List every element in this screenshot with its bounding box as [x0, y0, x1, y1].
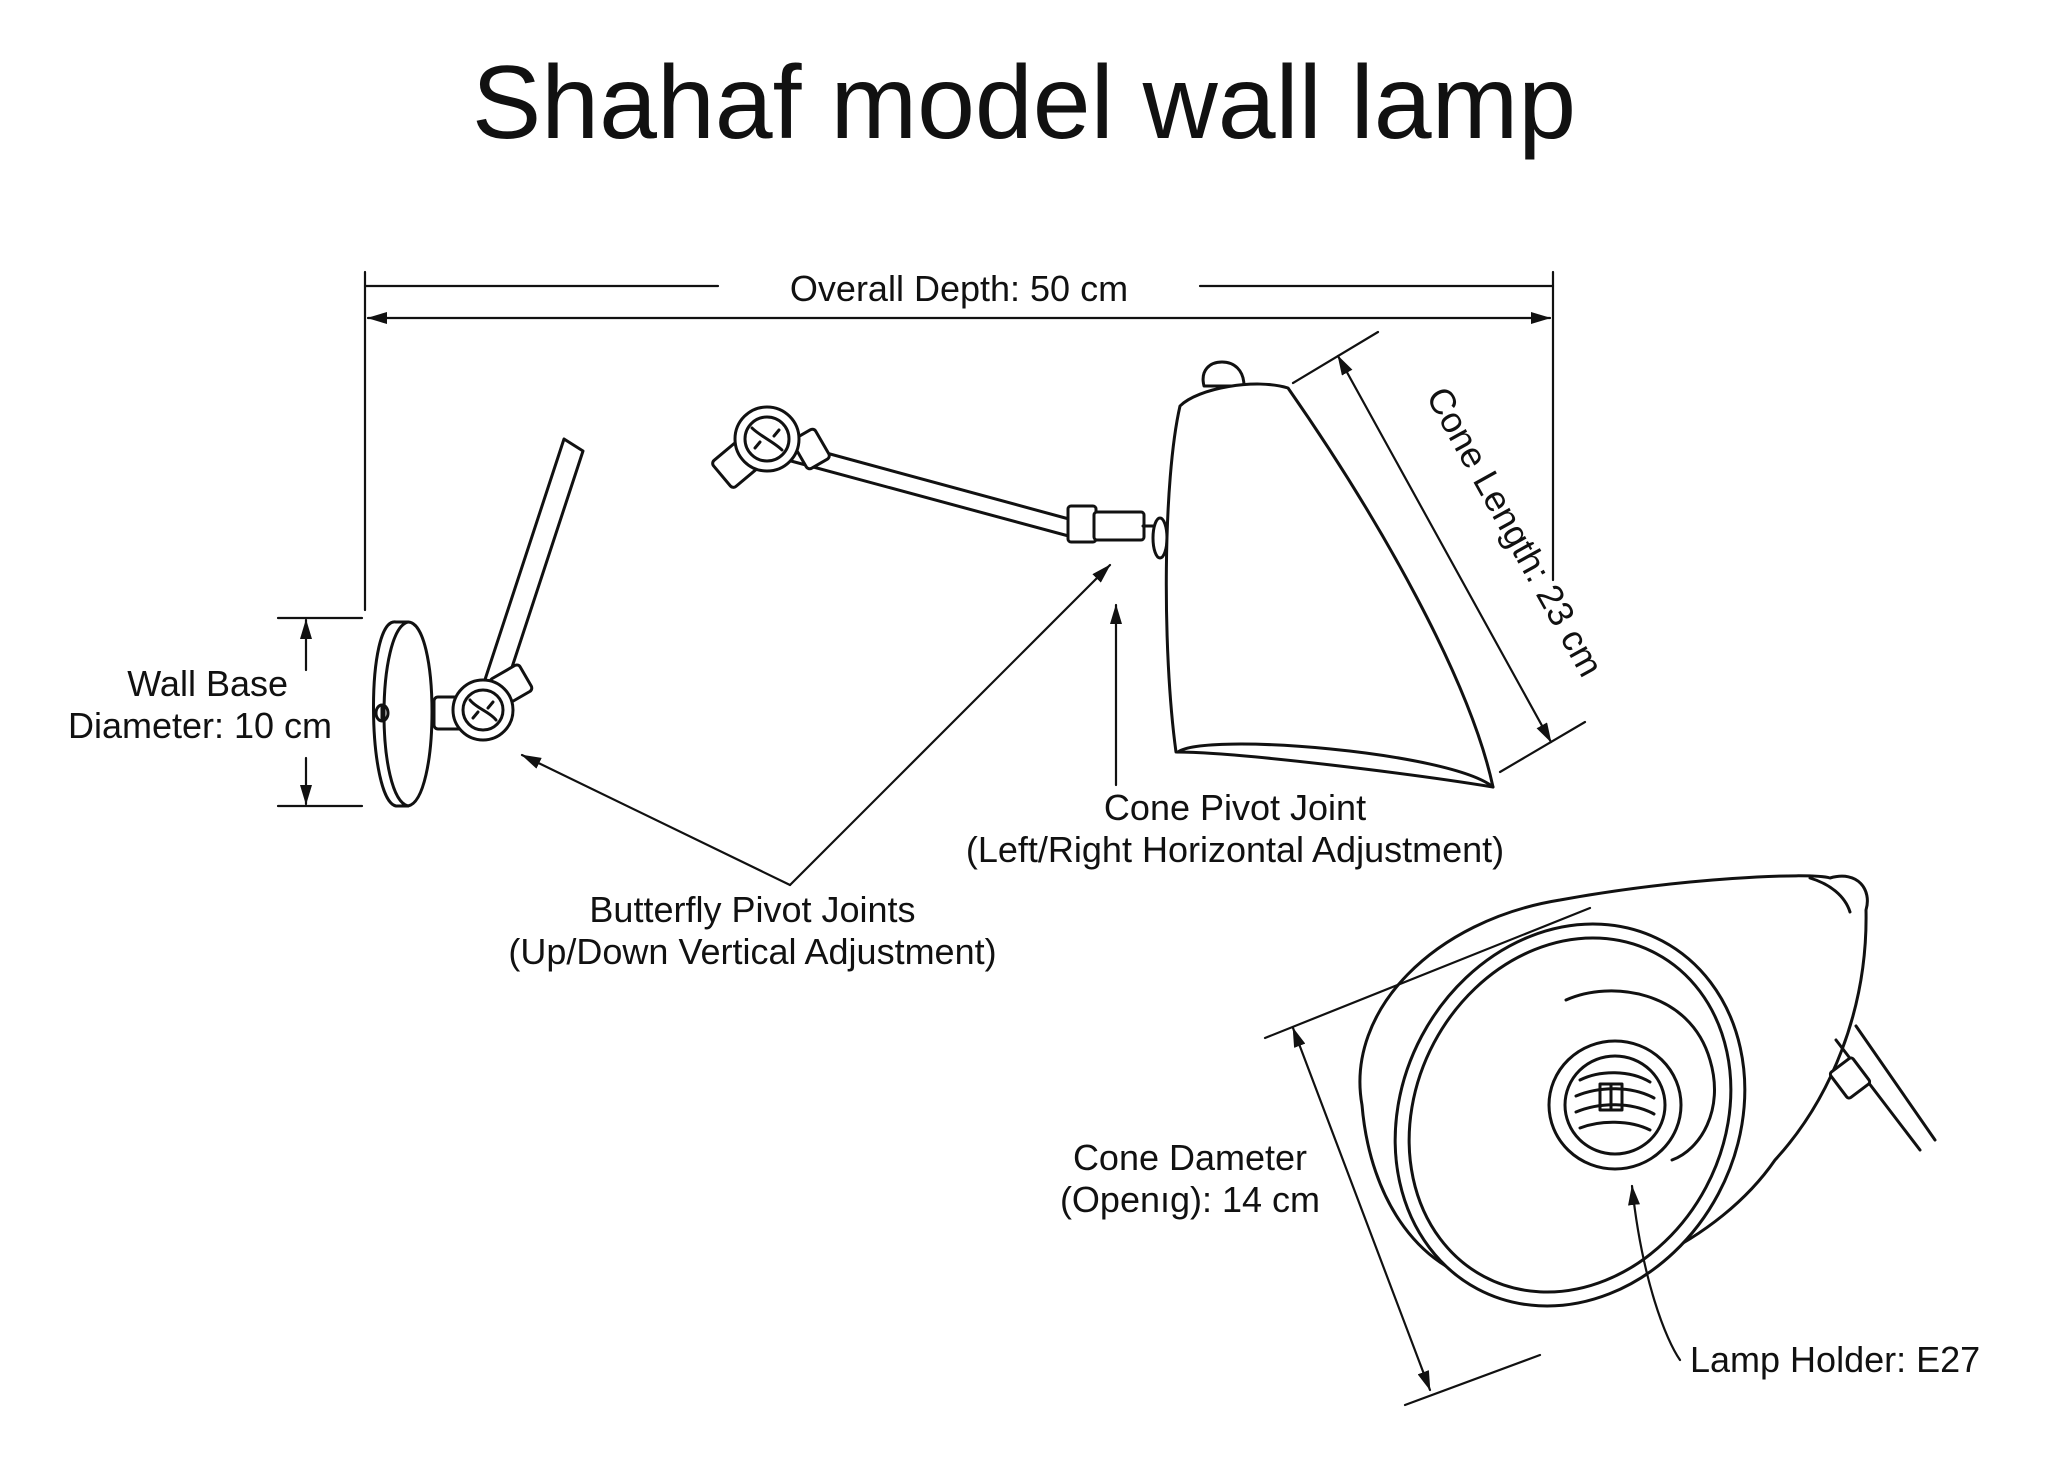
- lamp-holder-leader: [1628, 1184, 1682, 1362]
- cone-diameter-label-line2: (Openıg): 14 cm: [1059, 1179, 1321, 1220]
- cone-length-arrow: [1336, 354, 1553, 744]
- wall-base-dimension: [276, 616, 364, 808]
- cone-pivot-label-line1: Cone Pivot Joint: [1103, 787, 1367, 828]
- leader-lines: [520, 563, 1122, 887]
- lower-butterfly-pivot-icon: [451, 663, 534, 742]
- diameter-arrow: [1291, 1026, 1432, 1392]
- upper-arm: [789, 443, 1082, 540]
- butterfly-label-line1: Butterfly Pivot Joints: [589, 889, 916, 930]
- wall-base-label-line1: Wall Base: [127, 663, 288, 704]
- cone-cap-knob: [1201, 360, 1246, 388]
- cone-pivot-sleeve: [1092, 510, 1146, 542]
- cone-rim-inner: [1407, 936, 1733, 1294]
- cone-length-extension-top: [1291, 330, 1380, 385]
- cone-length-extension-bottom: [1498, 720, 1587, 774]
- diameter-extension-top: [1263, 906, 1592, 1040]
- butterfly-leader-upper: [788, 563, 1112, 887]
- cone-pivot-label-line2: (Left/Right Horizontal Adjustment): [965, 829, 1505, 870]
- cone-diameter-label-line1: Cone Dameter: [1072, 1137, 1308, 1178]
- cone-diameter-dimension: [1263, 906, 1592, 1407]
- upper-butterfly-pivot-icon: [711, 405, 831, 489]
- overall-depth-label: Overall Depth: 50 cm: [789, 268, 1129, 309]
- lamp-arm: [432, 437, 1169, 731]
- cone-pivot-joint: [1151, 516, 1169, 560]
- diameter-extension-bottom: [1403, 1353, 1542, 1407]
- cone-pivot-collar: [1066, 504, 1098, 544]
- page-title: Shahaf model wall lamp: [471, 45, 1577, 161]
- butterfly-leader-lower: [520, 753, 792, 887]
- wall-base-plate: [372, 620, 434, 808]
- cone-front-detail: [1358, 874, 1937, 1308]
- overall-depth-dimension: [363, 270, 1555, 612]
- lamp-holder-label: Lamp Holder: E27: [1690, 1339, 1981, 1380]
- cone-length-dimension: [1291, 330, 1587, 774]
- wall-base-label-line2: Diameter: 10 cm: [67, 705, 333, 746]
- butterfly-label-line2: (Up/Down Vertical Adjustment): [508, 931, 997, 972]
- detail-arm-collar: [1828, 1056, 1872, 1100]
- detail-cap-bump: [1808, 876, 1852, 914]
